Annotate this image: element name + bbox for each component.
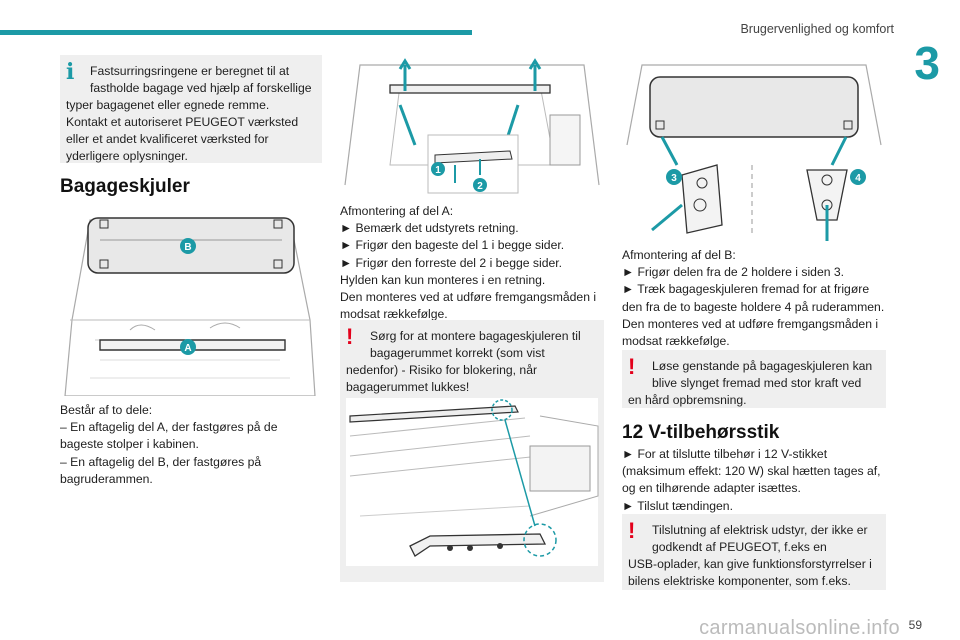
text-line: ► Frigør den forreste del 2 i begge side… [340, 255, 563, 270]
info-line: fastholde bagage ved hjælp af forskellig… [90, 81, 312, 95]
label-2: 2 [477, 181, 483, 192]
label-a: A [184, 343, 191, 354]
text-line: modsat rækkefølge. [340, 307, 448, 322]
page-number: 59 [908, 618, 922, 632]
warning-line: nedenfor) - Risiko for blokering, når [346, 363, 538, 377]
text-line: ► Frigør den bageste del 1 i begge sider… [340, 238, 565, 253]
text-line: Afmontering af del B: [622, 248, 736, 262]
info-line: Fastsurringsringene er beregnet til at [90, 64, 290, 78]
section-title: Brugervenlighed og komfort [740, 22, 894, 36]
watermark: carmanualsonline.info [699, 617, 900, 639]
text-line: Den monteres ved at udføre fremgangsmåde… [622, 316, 879, 331]
info-box: i Fastsurringsringene er beregnet til at… [60, 55, 322, 163]
text-line: Hylden kan kun monteres i en retning. [340, 272, 546, 287]
text-remove-part-a: Afmontering af del A: ► Bemærk det udsty… [340, 203, 604, 323]
label-1: 1 [435, 165, 441, 176]
info-icon: i [66, 59, 75, 85]
text-line: ► Tilslut tændingen. [622, 498, 733, 513]
heading-bagageskjuler: Bagageskjuler [60, 176, 190, 197]
info-line: Kontakt et autoriseret PEUGEOT værksted [66, 115, 299, 129]
text-line: den fra de to bageste holdere 4 på ruder… [622, 299, 885, 314]
text-line: ► Frigør delen fra de 2 holdere i siden … [622, 265, 845, 280]
figure-cargo-cover-ab: B A [60, 200, 322, 396]
warning-line: godkendt af PEUGEOT, f.eks en [652, 540, 827, 554]
warning-line: Sørg for at montere bagageskjuleren til [370, 329, 581, 343]
info-line: typer bagagenet eller egnede remme. [66, 98, 270, 112]
info-line: yderligere oplysninger. [66, 149, 188, 163]
figure-remove-part-b: 3 4 [622, 55, 886, 245]
header-accent-bar [0, 30, 472, 35]
warning-icon: ! [628, 518, 636, 543]
label-4: 4 [855, 173, 861, 184]
text-line: modsat rækkefølge. [622, 334, 730, 349]
text-line: Den monteres ved at udføre fremgangsmåde… [340, 290, 597, 305]
warning-box-loose-objects: ! Løse genstande på bagageskjuleren kan … [622, 350, 886, 408]
warning-box-mounting: ! Sørg for at montere bagageskjuleren ti… [340, 320, 604, 396]
text-line: – En aftagelig del B, der fastgøres på [60, 454, 262, 469]
text-line: Består af to dele: [60, 403, 153, 417]
text-line: bageste stolper i kabinen. [60, 437, 199, 452]
warning-icon: ! [346, 324, 354, 349]
warning-box-electrical: ! Tilslutning af elektrisk udstyr, der i… [622, 514, 886, 590]
warning-line: Tilslutning af elektrisk udstyr, der ikk… [652, 523, 868, 537]
warning-line: blive slynget fremad med stor kraft ved [652, 376, 862, 390]
text-bagageskjuler-desc: Består af to dele: – En aftagelig del A,… [60, 402, 322, 488]
text-remove-part-b: Afmontering af del B: ► Frigør delen fra… [622, 247, 886, 350]
text-line: ► For at tilslutte tilbehør i 12 V-stikk… [622, 447, 828, 461]
warning-line: Løse genstande på bagageskjuleren kan [652, 359, 873, 373]
warning-line: bagagerummet lukkes! [346, 380, 470, 394]
text-line: (maksimum effekt: 120 W) skal hætten tag… [622, 464, 881, 479]
warning-icon: ! [628, 354, 636, 379]
figure-correct-mounting [340, 396, 604, 582]
text-line: Afmontering af del A: [340, 204, 454, 218]
text-12v-socket: ► For at tilslutte tilbehør i 12 V-stikk… [622, 446, 886, 515]
figure-remove-part-a: 1 2 [340, 55, 604, 197]
warning-line: bagagerummet korrekt (som vist [370, 346, 545, 360]
text-line: og en tilhørende adapter isættes. [622, 481, 801, 496]
text-line: ► Bemærk det udstyrets retning. [340, 221, 519, 236]
text-line: bagruderammen. [60, 471, 153, 486]
text-line: ► Træk bagageskjuleren fremad for at fri… [622, 282, 870, 297]
info-line: eller et andet kvalificeret værksted for [66, 132, 269, 146]
label-3: 3 [671, 173, 677, 184]
text-line: – En aftagelig del A, der fastgøres på d… [60, 420, 278, 435]
warning-line: bilens elektriske komponenter, som f.eks… [628, 574, 851, 588]
warning-line: en hård opbremsning. [628, 393, 747, 407]
label-b: B [184, 242, 191, 253]
warning-line: USB-oplader, kan give funktionsforstyrre… [628, 557, 872, 571]
heading-12v-socket: 12 V-tilbehørsstik [622, 422, 780, 443]
chapter-number: 3 [914, 37, 940, 89]
